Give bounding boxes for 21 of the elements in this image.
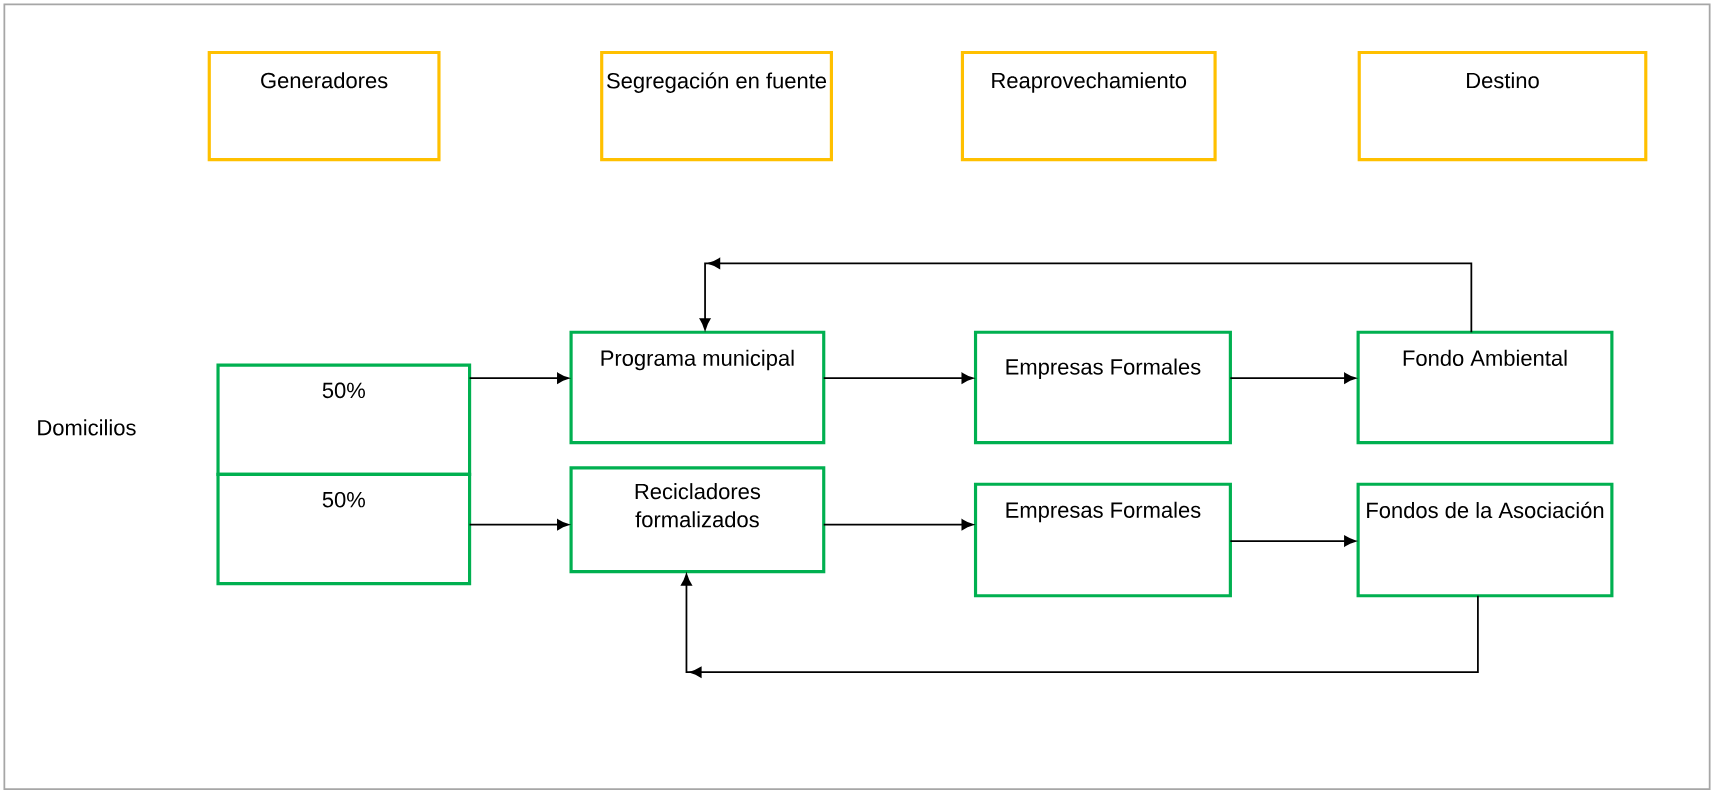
- header-box: Generadores: [207, 51, 441, 162]
- arrow: [699, 258, 1473, 334]
- process-box: Fondos de la Asociación: [1356, 482, 1614, 598]
- arrow: [822, 373, 974, 384]
- arrow: [1229, 535, 1356, 547]
- process-box: Fondo Ambiental: [1356, 330, 1614, 445]
- header-box: Destino: [1357, 51, 1648, 162]
- header-box: Reaprovechamiento: [960, 51, 1217, 162]
- side-label: Domicilios: [38, 419, 136, 436]
- process-box: Programa municipal: [569, 330, 826, 445]
- arrow: [468, 373, 569, 384]
- arrow: [822, 519, 974, 531]
- process-box: 50%: [216, 363, 472, 477]
- process-box: Recicladores formalizados: [569, 466, 826, 574]
- process-box: 50%: [216, 473, 472, 586]
- arrow: [681, 574, 1479, 678]
- process-box: Empresas Formales: [973, 330, 1232, 445]
- header-box: Segregación en fuente: [600, 51, 833, 162]
- arrow: [1229, 373, 1356, 384]
- arrow: [468, 519, 569, 531]
- process-box: Empresas Formales: [973, 482, 1232, 598]
